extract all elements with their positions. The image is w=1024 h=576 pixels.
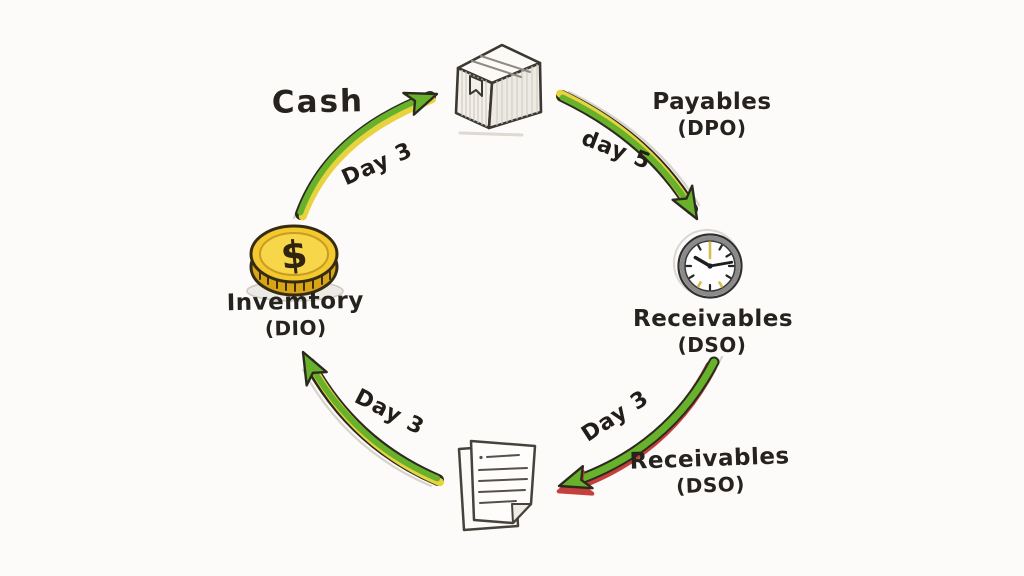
clock-icon bbox=[673, 229, 743, 299]
dollar-sign: $ bbox=[279, 232, 310, 279]
receivables-right-label: Receivables (DSO) bbox=[633, 305, 794, 358]
clock-hands bbox=[693, 255, 734, 268]
arrow-cash-to-inventory bbox=[292, 91, 439, 221]
dollar-coin-icon: $ bbox=[246, 224, 344, 302]
invoice-document-icon bbox=[457, 439, 537, 532]
receivables-bottom-label: Receivables (DSO) bbox=[629, 442, 791, 500]
inventory-label: Invemtory (DIO) bbox=[218, 287, 374, 342]
cash-label: Cash bbox=[271, 83, 365, 121]
package-box-icon bbox=[454, 43, 543, 137]
arrow-inventory-to-payables bbox=[556, 89, 701, 221]
receivables-right-line2: (DSO) bbox=[677, 333, 747, 358]
arrow-receivables-to-cash bbox=[301, 350, 444, 488]
payables-label-line2: (DPO) bbox=[677, 116, 747, 141]
box-notch-tab bbox=[469, 75, 483, 97]
payables-label: Payables (DPO) bbox=[637, 88, 787, 140]
box-tape-lines bbox=[471, 55, 531, 78]
arrow-payables-to-receivables bbox=[556, 355, 724, 496]
payables-label-line1: Payables bbox=[652, 89, 772, 115]
document-text-lines bbox=[478, 454, 528, 504]
document-folded-corner bbox=[511, 503, 532, 524]
inventory-label-line2: (DIO) bbox=[264, 315, 327, 341]
receivables-right-line1: Receivables bbox=[633, 306, 794, 332]
receivables-bottom-line1: Receivables bbox=[629, 443, 791, 475]
inventory-label-line1: Invemtory bbox=[226, 287, 365, 317]
